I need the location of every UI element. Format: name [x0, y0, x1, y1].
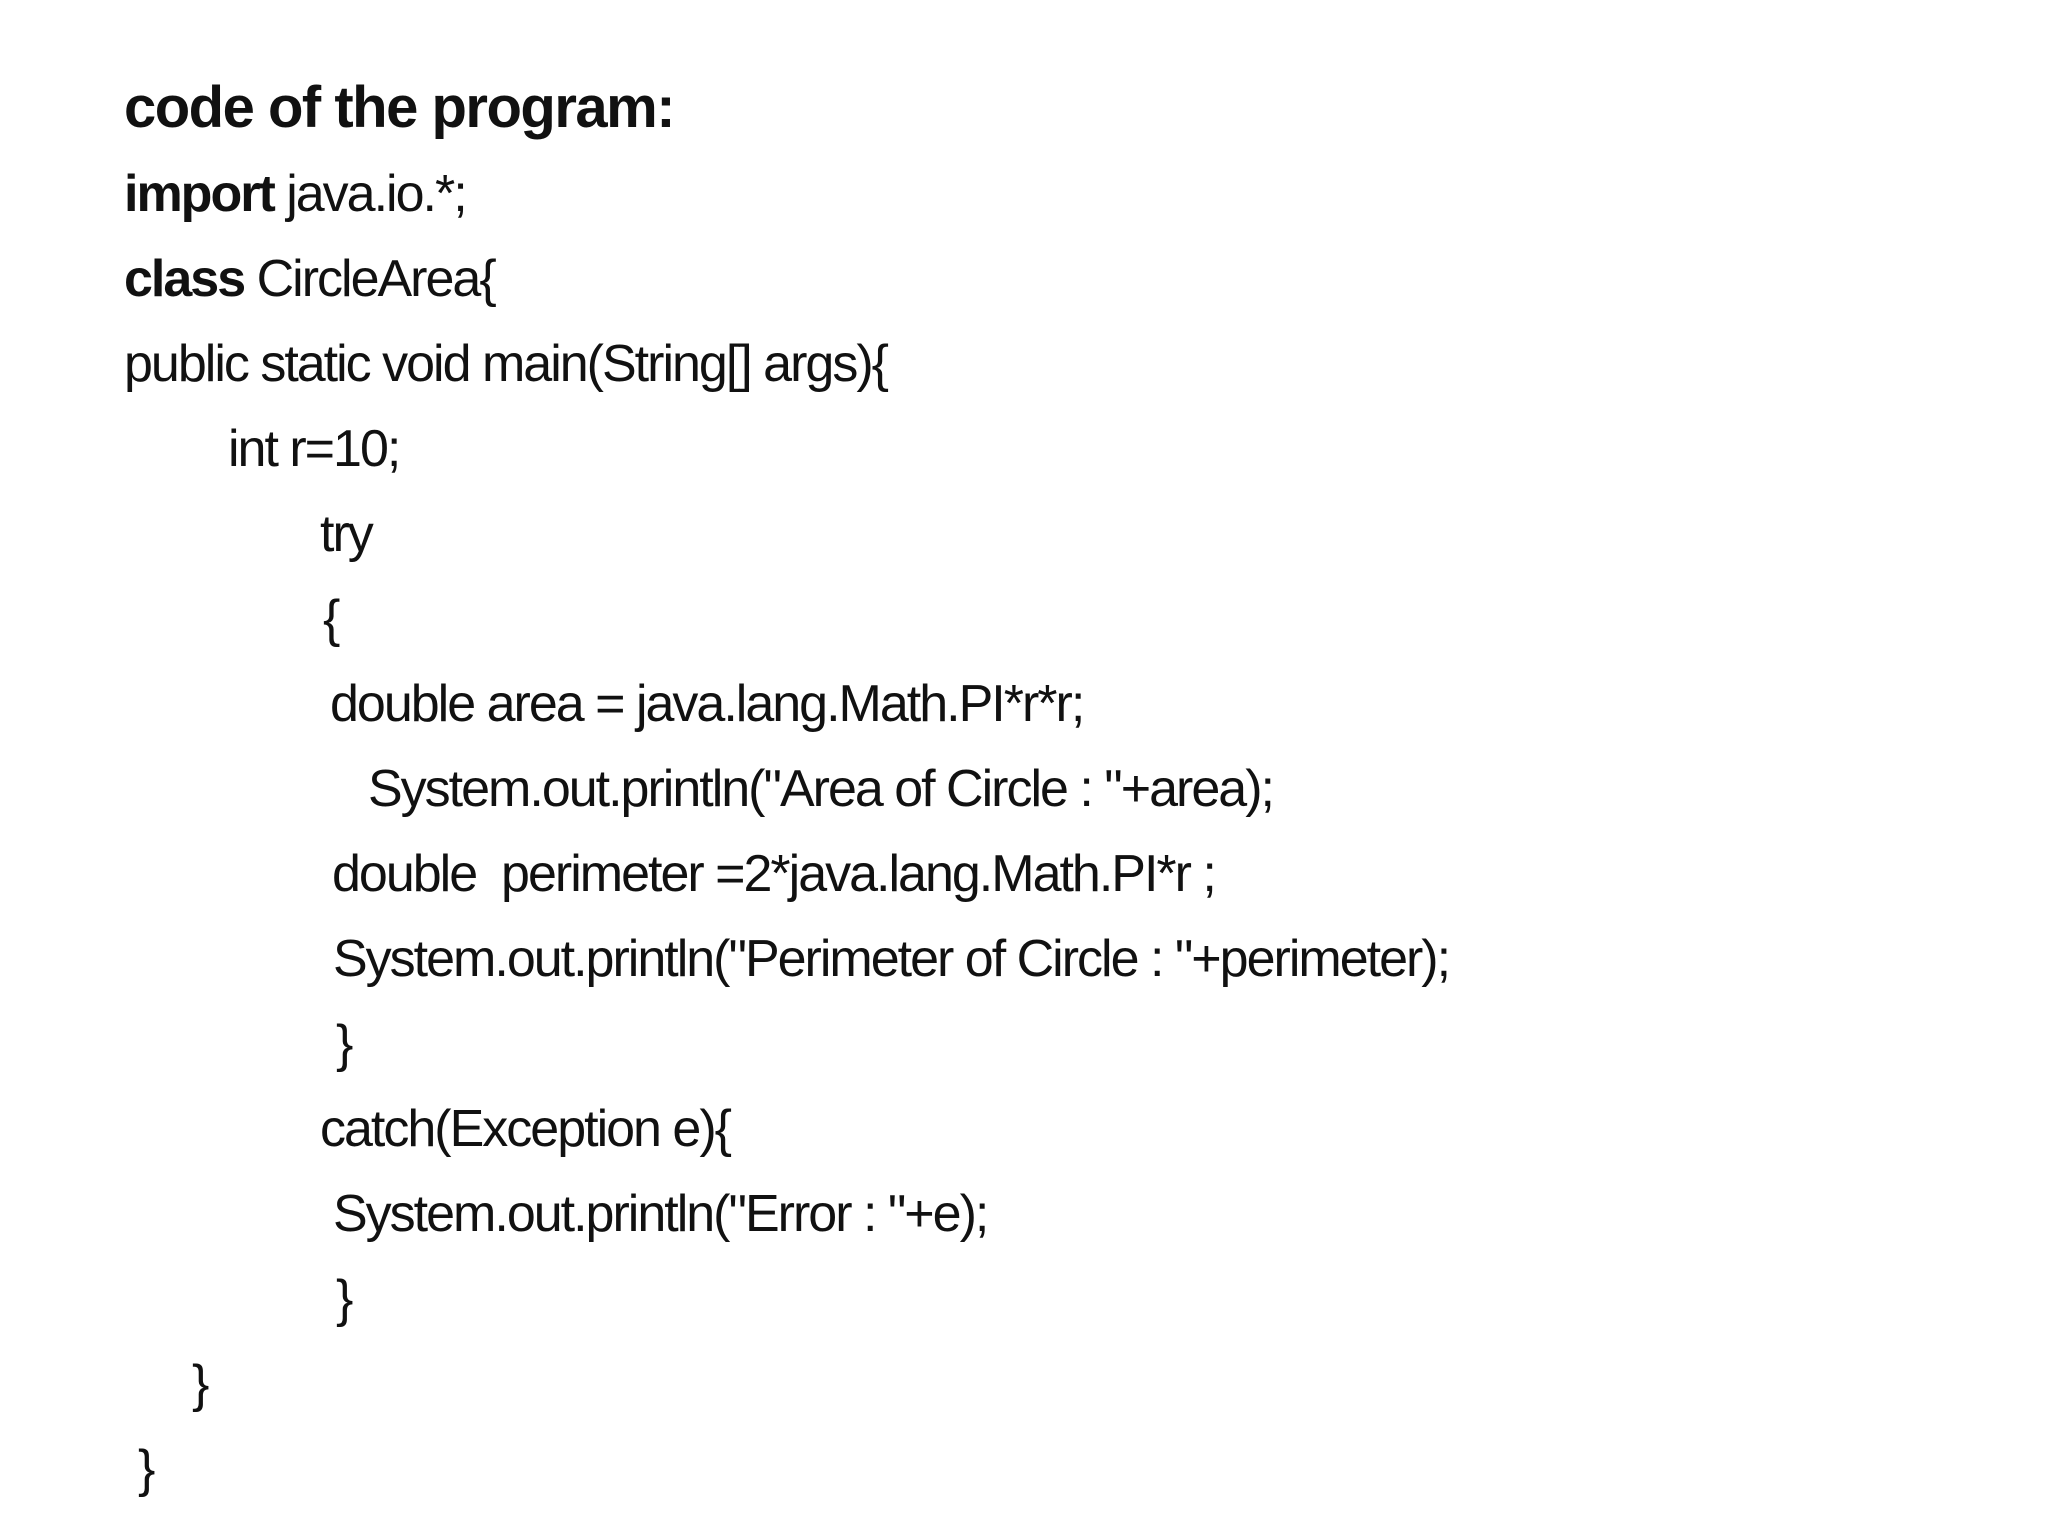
code-text: System.out.println("Perimeter of Circle …	[333, 930, 1451, 988]
code-text: System.out.println("Area of Circle : "+a…	[368, 760, 1275, 818]
code-line: class CircleArea{	[0, 237, 2048, 322]
code-text: }	[138, 1440, 155, 1498]
code-text: java.io.*;	[273, 165, 467, 223]
code-line: double area = java.lang.Math.PI*r*r;	[0, 662, 2048, 747]
code-line: try	[0, 492, 2048, 577]
keyword-text: import	[124, 165, 276, 223]
code-block: import java.io.*;class CircleArea{public…	[0, 152, 2048, 1512]
code-text: public static void main(String[] args){	[124, 335, 889, 393]
code-text: CircleArea{	[244, 250, 497, 308]
code-text: }	[192, 1355, 209, 1413]
code-text: catch(Exception e){	[320, 1100, 732, 1158]
code-line: }	[0, 1427, 2048, 1512]
keyword-text: class	[124, 250, 246, 308]
page-title: code of the program:	[124, 75, 676, 140]
code-line: }	[0, 1002, 2048, 1087]
code-line: double perimeter =2*java.lang.Math.PI*r …	[0, 832, 2048, 917]
code-line: {	[0, 577, 2048, 662]
code-line: System.out.println("Area of Circle : "+a…	[0, 747, 2048, 832]
code-text: double perimeter =2*java.lang.Math.PI*r …	[332, 845, 1217, 903]
code-line: catch(Exception e){	[0, 1087, 2048, 1172]
code-text: try	[320, 505, 374, 563]
code-line: System.out.println("Error : "+e);	[0, 1172, 2048, 1257]
code-text: }	[336, 1270, 353, 1328]
code-line: System.out.println("Perimeter of Circle …	[0, 917, 2048, 1002]
code-text: int r=10;	[228, 420, 401, 478]
code-line: import java.io.*;	[0, 152, 2048, 237]
code-text: {	[323, 590, 340, 648]
code-text: }	[336, 1015, 353, 1073]
code-text: System.out.println("Error : "+e);	[333, 1185, 989, 1243]
code-line: int r=10;	[0, 407, 2048, 492]
code-line: public static void main(String[] args){	[0, 322, 2048, 407]
code-line: }	[0, 1257, 2048, 1342]
code-text: double area = java.lang.Math.PI*r*r;	[330, 675, 1085, 733]
code-line: }	[0, 1342, 2048, 1427]
